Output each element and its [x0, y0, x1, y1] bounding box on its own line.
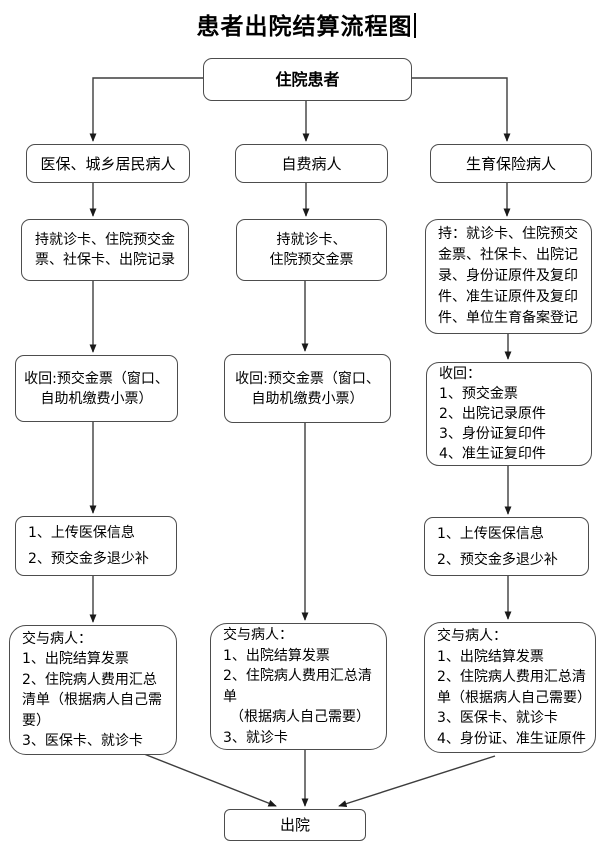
node-line: 自助机缴费小票） — [251, 390, 364, 407]
node-line: 1、出院结算发票 — [437, 648, 544, 665]
node-line: 自助机缴费小票） — [40, 390, 153, 407]
node-line: 4、身份证、准生证原件 — [437, 730, 586, 747]
node-reclaim-left[interactable]: 收回:预交金票（窗口、 自助机缴费小票） — [15, 355, 178, 422]
node-line: 收回:预交金票（窗口、 — [24, 370, 169, 387]
node-line: 金票、社保卡、出院记 — [438, 247, 578, 263]
node-deliver-middle[interactable]: 交与病人： 1、出院结算发票 2、住院病人费用汇总清 单 （根据病人自己需要） … — [210, 623, 387, 750]
node-label: 生育保险病人 — [465, 154, 556, 173]
node-line: 2、住院病人费用汇总清 — [223, 668, 372, 684]
node-category-insured[interactable]: 医保、城乡居民病人 — [26, 144, 190, 183]
node-line: 收回： — [439, 366, 481, 382]
node-label: 出院 — [279, 816, 310, 834]
node-line: 清单（根据病人自己需 — [22, 692, 162, 708]
node-line: （根据病人自己需要） — [223, 709, 370, 725]
connector-right-deliver-to-end — [338, 755, 496, 808]
node-line: 2、出院记录原件 — [439, 406, 546, 422]
node-label: 住院患者 — [275, 69, 340, 89]
node-upload-right[interactable]: 1、上传医保信息 2、预交金多退少补 — [424, 517, 589, 576]
node-docs-middle[interactable]: 持就诊卡、 住院预交金票 — [236, 219, 387, 281]
node-line: 1、上传医保信息 — [437, 525, 544, 542]
node-line: 3、医保卡、就诊卡 — [437, 710, 558, 726]
node-line: 1、上传医保信息 — [28, 525, 135, 541]
node-docs-left[interactable]: 持就诊卡、住院预交金 票、社保卡、出院记录 — [21, 219, 189, 281]
node-reclaim-right[interactable]: 收回： 1、预交金票 2、出院记录原件 3、身份证复印件 4、准生证复印件 — [426, 362, 592, 466]
page-title: 患者出院结算流程图 — [0, 7, 612, 41]
node-line: 录、身份证原件及复印 — [438, 268, 578, 284]
node-line: 3、医保卡、就诊卡 — [22, 733, 143, 749]
node-inpatient[interactable]: 住院患者 — [203, 58, 412, 101]
node-line: 票、社保卡、出院记录 — [35, 252, 175, 268]
node-line: 2、住院病人费用汇总清 — [437, 669, 586, 685]
node-line: 件、单位生育备案登记 — [438, 310, 578, 326]
node-line: 1、预交金票 — [439, 386, 518, 402]
node-line: 3、身份证复印件 — [439, 426, 546, 442]
text-cursor — [413, 13, 416, 38]
node-line: 持就诊卡、住院预交金 — [35, 232, 175, 248]
node-line: 2、预交金多退少补 — [437, 551, 558, 568]
node-line: 1、出院结算发票 — [223, 647, 330, 664]
node-line: 交与病人： — [22, 630, 92, 647]
node-line: 要） — [22, 712, 50, 729]
node-line: 持就诊卡、 — [276, 232, 347, 248]
node-line: 住院预交金票 — [269, 252, 354, 268]
node-line: 3、就诊卡 — [223, 729, 288, 746]
node-reclaim-middle[interactable]: 收回:预交金票（窗口、 自助机缴费小票） — [224, 354, 391, 423]
node-label: 医保、城乡居民病人 — [40, 154, 176, 173]
node-deliver-right[interactable]: 交与病人： 1、出院结算发票 2、住院病人费用汇总清 单（根据病人自己需要） 3… — [424, 622, 596, 753]
node-line: 单（根据病人自己需要） — [437, 689, 591, 706]
connector-left-deliver-to-end — [138, 751, 277, 807]
node-line: 持：就诊卡、住院预交 — [438, 226, 578, 242]
node-line: 单 — [223, 688, 237, 705]
node-line: 2、住院病人费用汇总 — [22, 671, 157, 688]
node-deliver-left[interactable]: 交与病人： 1、出院结算发票 2、住院病人费用汇总 清单（根据病人自己需 要） … — [9, 625, 177, 755]
node-category-selfpay[interactable]: 自费病人 — [235, 144, 388, 183]
node-discharge[interactable]: 出院 — [224, 809, 366, 841]
node-line: 件、准生证原件及复印 — [438, 289, 578, 305]
node-line: 1、出院结算发票 — [22, 651, 129, 667]
node-line: 交与病人： — [437, 628, 507, 644]
title-text: 患者出院结算流程图 — [196, 14, 413, 40]
node-upload-left[interactable]: 1、上传医保信息 2、预交金多退少补 — [15, 516, 177, 576]
connector-start-to-right-category — [412, 77, 511, 142]
node-line: 交与病人： — [223, 627, 293, 643]
node-line: 收回:预交金票（窗口、 — [235, 370, 380, 387]
node-line: 2、预交金多退少补 — [28, 551, 149, 567]
node-label: 自费病人 — [281, 154, 342, 173]
connector-start-to-left-category — [89, 77, 203, 142]
node-category-maternity[interactable]: 生育保险病人 — [430, 144, 592, 183]
node-docs-right[interactable]: 持：就诊卡、住院预交 金票、社保卡、出院记 录、身份证原件及复印 件、准生证原件… — [425, 219, 592, 334]
node-line: 4、准生证复印件 — [439, 446, 546, 462]
